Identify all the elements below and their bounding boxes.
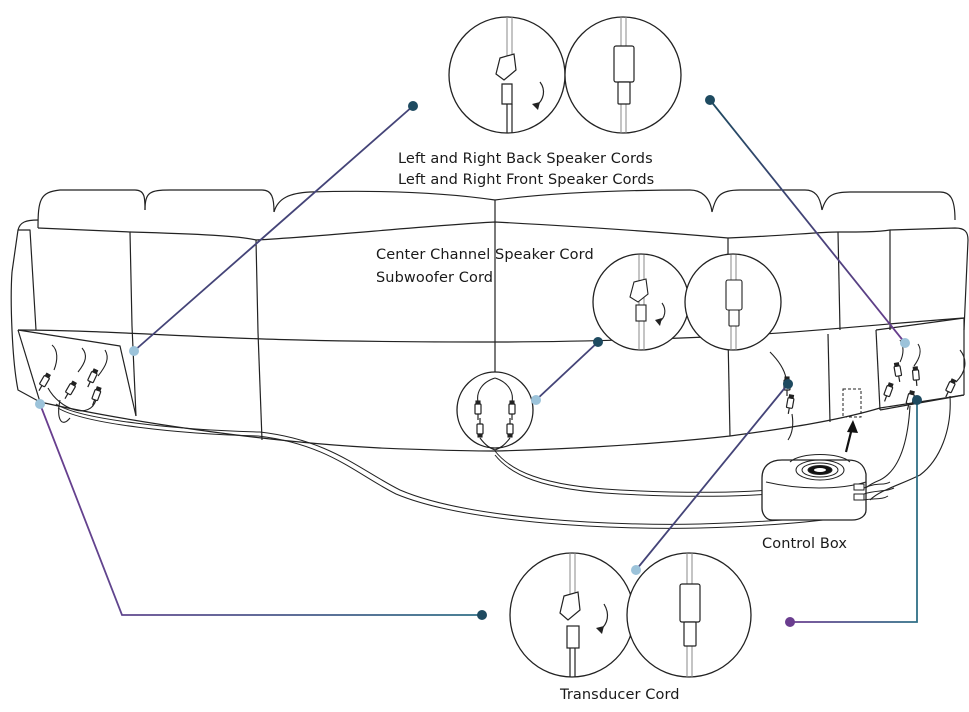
- right-panel-connectors: [855, 339, 966, 501]
- detail-circle-mid-plugged: [684, 253, 782, 351]
- center-connector: [456, 371, 534, 451]
- label-subwoofer-cord: Subwoofer Cord: [376, 270, 494, 286]
- label-control-box: Control Box: [762, 536, 848, 552]
- label-back-speaker-cords: Left and Right Back Speaker Cords: [398, 151, 653, 167]
- left-panel-connectors: [35, 344, 108, 423]
- detail-circle-top-unplugged: [448, 16, 566, 134]
- label-center-channel-cord: Center Channel Speaker Cord: [376, 247, 594, 263]
- callout-dots: [35, 95, 922, 627]
- control-cables: [55, 403, 863, 529]
- detail-circle-bottom-plugged: [626, 552, 752, 678]
- control-box: [761, 454, 895, 521]
- label-front-speaker-cords: Left and Right Front Speaker Cords: [398, 172, 655, 188]
- detail-circle-mid-unplugged: [592, 253, 690, 351]
- seat-side-cable: [769, 351, 796, 441]
- callout-lines: [39, 99, 918, 623]
- control-box-location: [842, 388, 862, 418]
- up-arrow-icon: [844, 420, 858, 453]
- label-transducer-cord: Transducer Cord: [560, 687, 680, 703]
- detail-circle-bottom-unplugged: [509, 552, 635, 678]
- sofa-outline: [10, 189, 969, 452]
- detail-circle-top-plugged: [564, 16, 682, 134]
